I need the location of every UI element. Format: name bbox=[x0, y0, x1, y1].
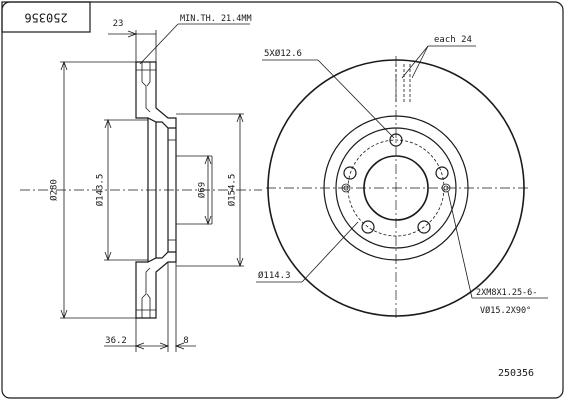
pcd-label: Ø114.3 bbox=[258, 270, 291, 281]
side-section-view: Ø280 Ø143.5 Ø69 Ø154.5 23 MIN.TH. 21.4MM bbox=[20, 14, 262, 352]
bolt-holes-label: 5XØ12.6 bbox=[264, 48, 302, 59]
dim-23: 23 bbox=[113, 19, 124, 29]
bolt-holes bbox=[343, 133, 449, 234]
thread-label-2: VØ15.2X90° bbox=[480, 305, 531, 316]
dim-280: Ø280 bbox=[49, 179, 60, 201]
vent-slot-upper bbox=[141, 62, 151, 113]
center-bore bbox=[363, 155, 429, 221]
disc-inner-friction bbox=[323, 115, 469, 261]
thread-label-1: 2XM8X1.25-6- bbox=[476, 288, 537, 298]
min-thickness-leader bbox=[139, 23, 179, 65]
dim-8: 8 bbox=[183, 336, 188, 346]
threaded-holes bbox=[341, 183, 451, 193]
dim-69: Ø69 bbox=[197, 182, 208, 198]
disc-upper-ring bbox=[135, 61, 177, 129]
dim-36: 36.2 bbox=[105, 336, 127, 346]
thread-leader bbox=[447, 191, 473, 299]
min-thickness: MIN.TH. 21.4MM bbox=[180, 14, 252, 24]
part-number-bottom: 250356 bbox=[498, 368, 534, 379]
front-view: 5XØ12.6 each 24 Ø114.3 2XM8X1.25-6- VØ15… bbox=[256, 35, 548, 379]
title-box bbox=[1, 1, 91, 33]
dim-154: Ø154.5 bbox=[227, 174, 238, 207]
disc-lower-ring bbox=[135, 251, 177, 319]
each-label: each 24 bbox=[434, 35, 472, 45]
disc-outer-circle bbox=[267, 59, 525, 317]
hat-circle bbox=[335, 127, 457, 249]
part-number-top: 250356 bbox=[24, 11, 67, 25]
dim-143: Ø143.5 bbox=[95, 174, 106, 207]
vent-marks bbox=[395, 64, 411, 102]
